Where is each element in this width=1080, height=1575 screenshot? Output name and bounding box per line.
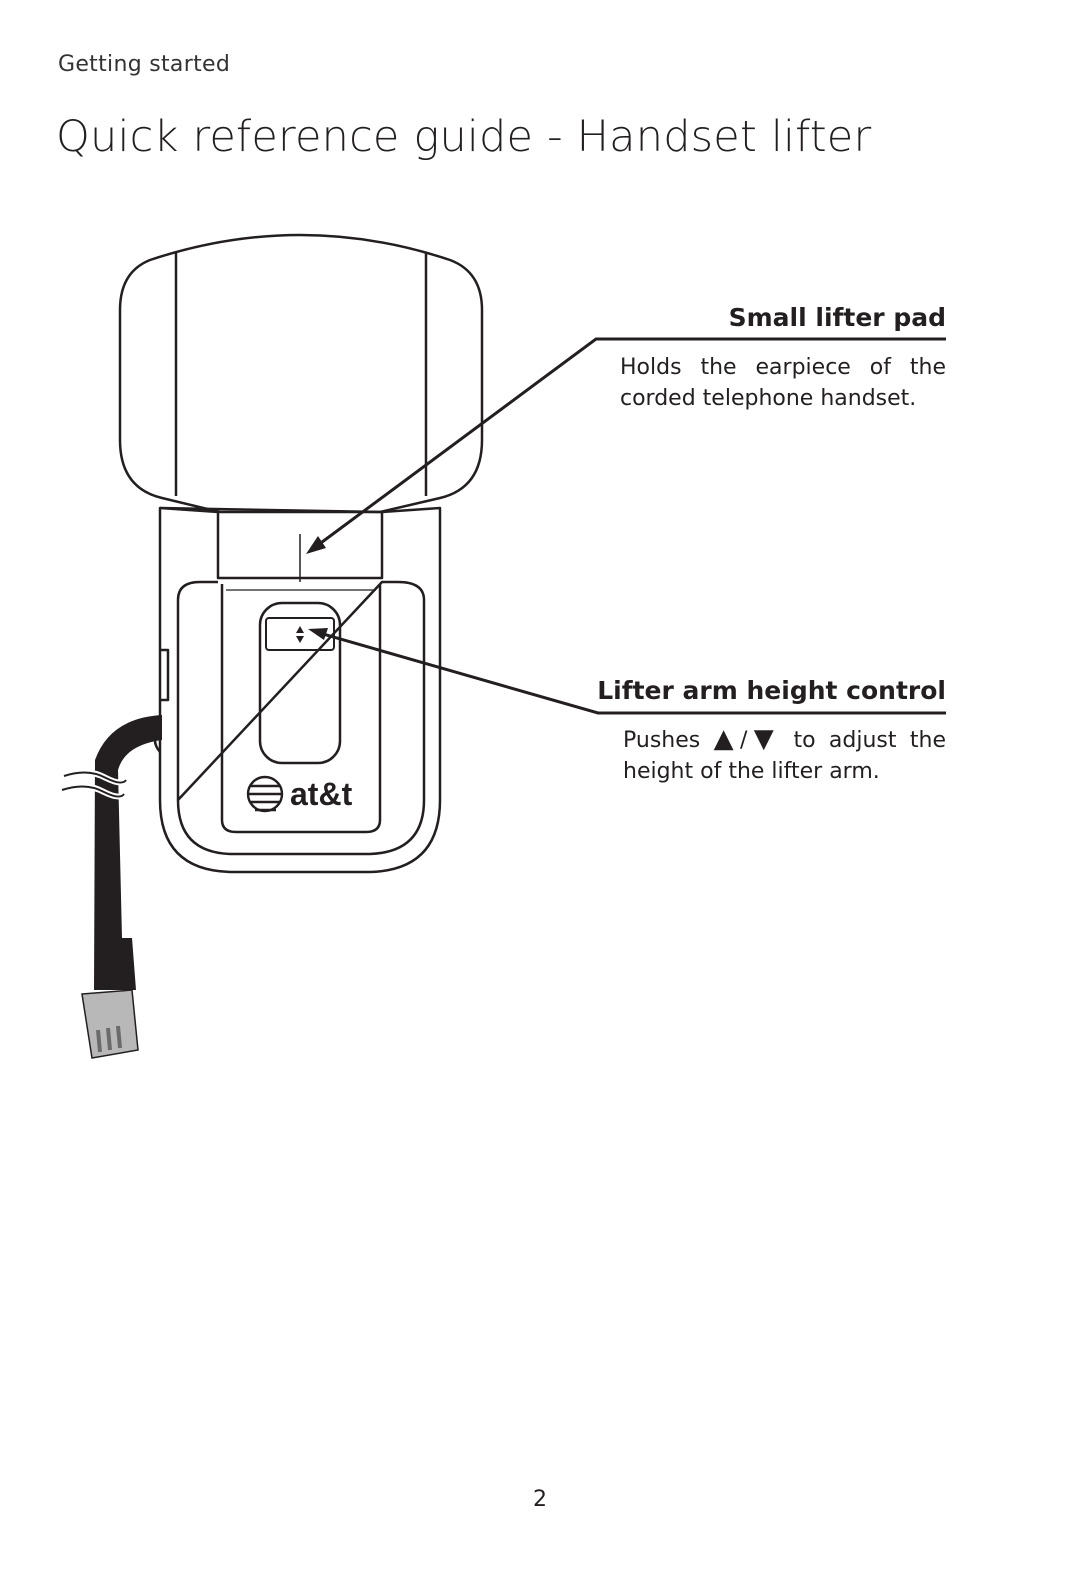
callout-lifter-pad-title: Small lifter pad	[728, 303, 946, 332]
description-suffix: to adjust the height of the lifter arm.	[623, 728, 946, 784]
small-lifter-pad	[118, 233, 484, 514]
att-globe-icon	[246, 775, 284, 813]
section-heading: Getting started	[58, 52, 231, 77]
pad-arrowhead-icon	[306, 536, 326, 554]
callout-lifter-pad-description: Holds the earpiece of the corded telepho…	[620, 355, 946, 411]
page-title: Quick reference guide - Handset lifter	[56, 112, 872, 162]
callout-height-control-title: Lifter arm height control	[597, 676, 946, 705]
telephone-cord	[94, 715, 162, 990]
height-control-up-icon	[296, 626, 304, 633]
description-prefix: Pushes	[623, 728, 701, 753]
lifter-base	[158, 506, 442, 874]
control-arrowhead-icon	[308, 628, 328, 640]
height-control-down-icon	[296, 636, 304, 643]
down-triangle-icon: ▼	[747, 724, 781, 754]
att-logo-text: at&t	[290, 776, 353, 812]
up-triangle-icon: ▲	[713, 724, 740, 754]
modular-plug	[81, 989, 139, 1059]
page-number: 2	[533, 1487, 547, 1512]
callout-height-control-description: Pushes ▲/▼ to adjust the height of the l…	[623, 724, 946, 787]
separator: /	[739, 728, 748, 753]
